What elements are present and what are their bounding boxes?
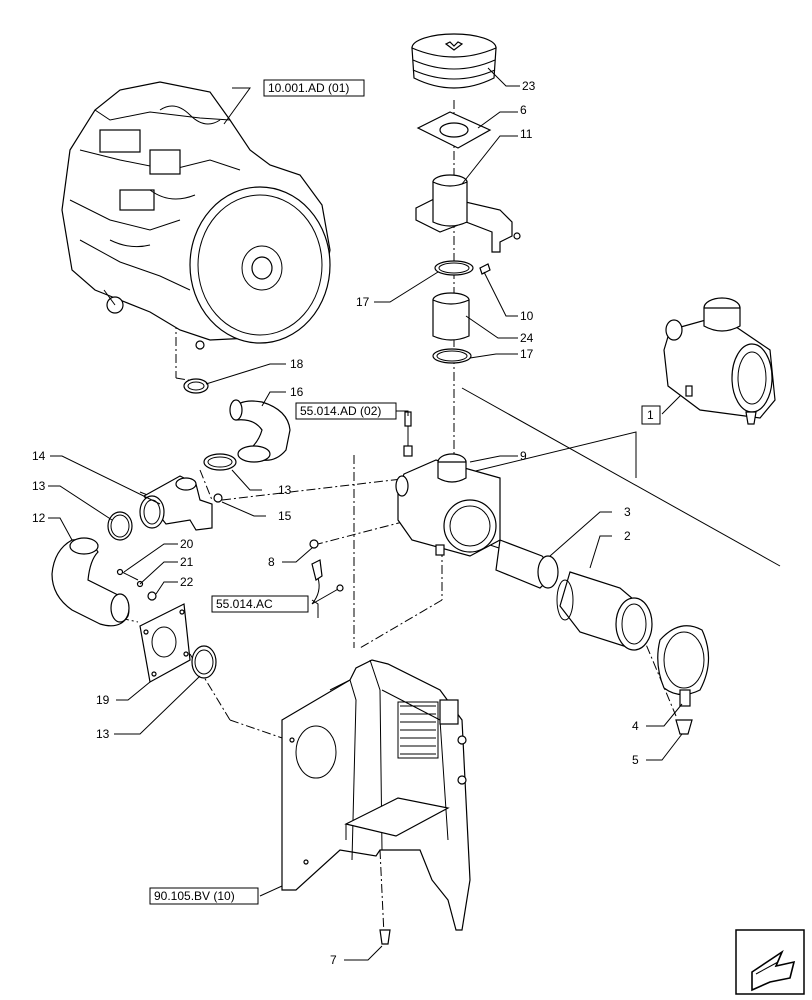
callout-9: 9 — [520, 449, 527, 463]
cap-part — [411, 33, 497, 89]
callout-16: 16 — [290, 385, 304, 399]
housing-part — [395, 411, 501, 557]
callout-24: 24 — [520, 331, 534, 345]
callout-18: 18 — [290, 357, 304, 371]
callout-17-lower: 17 — [520, 347, 534, 361]
svg-text:10.001.AD (01): 10.001.AD (01) — [268, 81, 349, 95]
end-cap-part — [657, 625, 710, 735]
callout-3: 3 — [624, 505, 631, 519]
filter-parts — [495, 539, 653, 651]
callout-4: 4 — [632, 719, 639, 733]
callout-10: 10 — [520, 309, 534, 323]
air-filter-assembly — [663, 297, 776, 425]
reference-box-item-1[interactable]: 1 — [641, 405, 661, 425]
callout-14: 14 — [32, 449, 46, 463]
callout-13-bottom: 13 — [96, 727, 110, 741]
gasket-part — [416, 111, 492, 149]
engine-assembly — [61, 81, 331, 350]
callout-7: 7 — [330, 953, 337, 967]
elbow-hose-part — [51, 511, 133, 627]
elbow-bracket-part — [139, 475, 223, 531]
svg-text:55.014.AD (02): 55.014.AD (02) — [300, 404, 381, 418]
callout-8: 8 — [268, 555, 275, 569]
svg-text:1: 1 — [647, 408, 654, 422]
callout-13-mid: 13 — [278, 483, 292, 497]
frame-assembly — [281, 659, 471, 931]
bracket-part — [415, 174, 521, 253]
flange-plate-part — [139, 603, 217, 683]
callout-13-left: 13 — [32, 479, 46, 493]
callout-17-upper: 17 — [356, 295, 370, 309]
reference-box-harness[interactable]: 55.014.AC — [211, 595, 309, 613]
reference-box-sensor[interactable]: 55.014.AD (02) — [295, 402, 397, 420]
callout-23: 23 — [522, 79, 536, 93]
hose-parts — [183, 378, 291, 471]
callout-22: 22 — [180, 575, 194, 589]
callout-20: 20 — [180, 537, 194, 551]
callout-2: 2 — [624, 529, 631, 543]
sensor-part — [309, 539, 344, 605]
leader-lines — [48, 67, 683, 961]
callout-5: 5 — [632, 753, 639, 767]
screw-part — [379, 929, 391, 945]
callout-12: 12 — [32, 511, 46, 525]
arrow-icon[interactable] — [735, 929, 805, 995]
callout-11: 11 — [520, 127, 533, 141]
callout-15: 15 — [278, 509, 292, 523]
clamp-parts — [432, 260, 491, 364]
callout-6: 6 — [520, 103, 527, 117]
callout-labels: 23 6 11 17 10 24 17 18 16 9 14 13 13 15 … — [32, 79, 639, 967]
reference-box-engine[interactable]: 10.001.AD (01) — [263, 79, 365, 97]
callout-19: 19 — [96, 693, 110, 707]
callout-21: 21 — [180, 555, 194, 569]
svg-text:90.105.BV (10): 90.105.BV (10) — [154, 889, 235, 903]
reference-box-frame[interactable]: 90.105.BV (10) — [149, 887, 259, 905]
svg-text:55.014.AC: 55.014.AC — [216, 597, 273, 611]
